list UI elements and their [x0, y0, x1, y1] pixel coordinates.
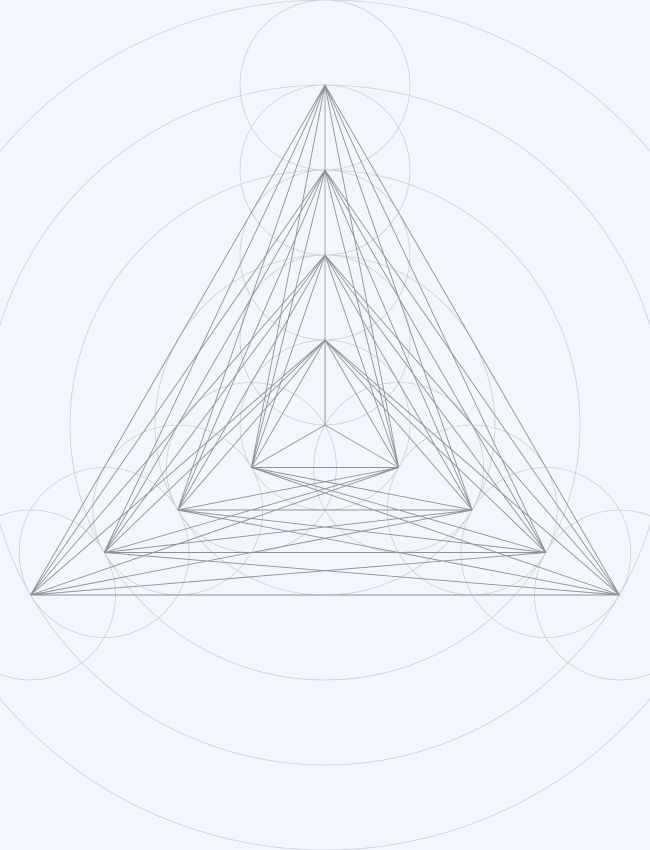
- cross-line-01-10: [324, 169, 620, 596]
- cross-line-20-32: [250, 254, 326, 468]
- triangle-edge-1-2: [103, 169, 326, 553]
- cross-line-00-21: [324, 84, 473, 511]
- cross-line-02-21: [30, 509, 473, 596]
- cross-line-10-22: [177, 169, 326, 511]
- nested-triangle-lines: [30, 84, 620, 596]
- cross-line-12-20: [103, 254, 326, 553]
- triangle-edge-2-0: [324, 254, 473, 511]
- cross-line-10-31: [324, 169, 400, 468]
- cross-line-02-20: [30, 254, 326, 596]
- cross-line-21-32: [251, 467, 473, 511]
- cross-line-00-22: [177, 84, 326, 511]
- cross-line-11-22: [177, 509, 546, 553]
- cross-line-02-11: [30, 552, 546, 596]
- cross-line-20-31: [324, 254, 400, 468]
- cross-line-00-32: [250, 84, 326, 468]
- triangle-edge-1-0: [324, 169, 547, 553]
- cross-line-12-31: [104, 467, 399, 553]
- triangle-edge-0-0: [324, 84, 620, 596]
- cross-line-00-31: [324, 84, 400, 468]
- cross-line-11-30: [324, 339, 547, 553]
- cross-line-11-32: [251, 467, 546, 553]
- cross-line-11-20: [324, 254, 547, 553]
- cross-line-01-32: [251, 467, 620, 596]
- cross-line-01-12: [104, 552, 620, 596]
- cross-line-10-21: [324, 169, 473, 511]
- triangle-edge-3-2: [251, 339, 326, 468]
- cross-line-22-31: [177, 467, 399, 511]
- center-spoke-2: [251, 424, 326, 468]
- cross-line-01-30: [324, 339, 620, 596]
- cross-line-12-21: [104, 509, 473, 553]
- cross-line-10-32: [250, 169, 326, 468]
- triangle-edge-2-2: [177, 254, 326, 511]
- cross-line-12-30: [103, 339, 326, 553]
- cross-line-22-30: [177, 339, 326, 511]
- center-spoke-1: [324, 424, 399, 468]
- cross-line-02-30: [30, 339, 326, 596]
- cross-line-00-11: [324, 84, 547, 553]
- cross-line-02-31: [30, 467, 399, 596]
- cross-line-01-20: [324, 254, 620, 596]
- triangle-edge-3-0: [324, 339, 399, 468]
- cross-line-21-30: [324, 339, 473, 511]
- cross-line-00-12: [103, 84, 326, 553]
- cross-line-01-22: [177, 509, 620, 596]
- cross-line-02-10: [30, 169, 326, 596]
- triangle-edge-0-2: [30, 84, 326, 596]
